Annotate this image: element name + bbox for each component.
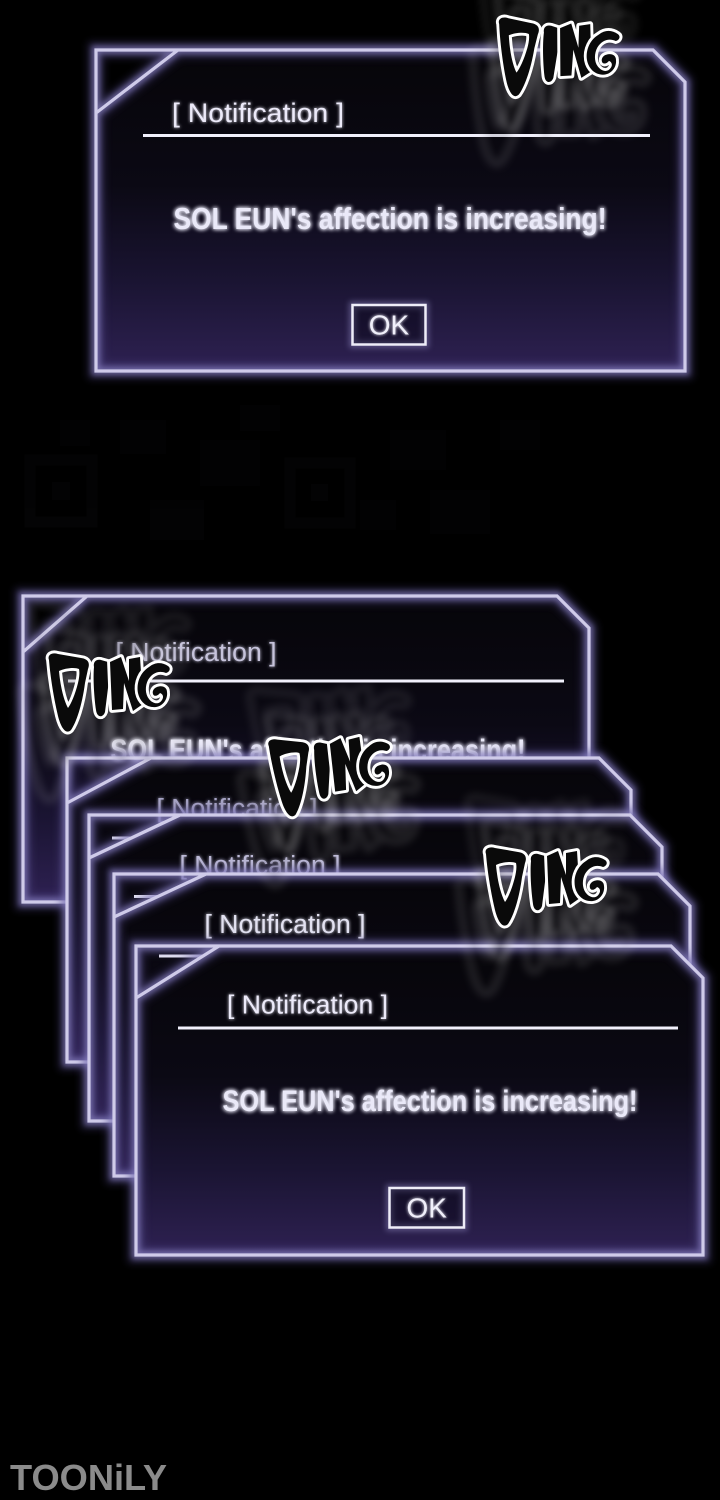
svg-text:TOONiLY: TOONiLY [10,1457,167,1498]
svg-text:OK: OK [369,310,410,341]
svg-text:SOL EUN's affection is increas: SOL EUN's affection is increasing! [223,1085,638,1118]
svg-text:[ Notification ]: [ Notification ] [227,992,388,1020]
svg-text:[ Notification ]: [ Notification ] [172,98,344,128]
svg-text:SOL EUN's affection is increas: SOL EUN's affection is increasing! [174,201,607,236]
svg-text:[ Notification ]: [ Notification ] [205,911,366,939]
svg-text:OK: OK [407,1193,448,1224]
